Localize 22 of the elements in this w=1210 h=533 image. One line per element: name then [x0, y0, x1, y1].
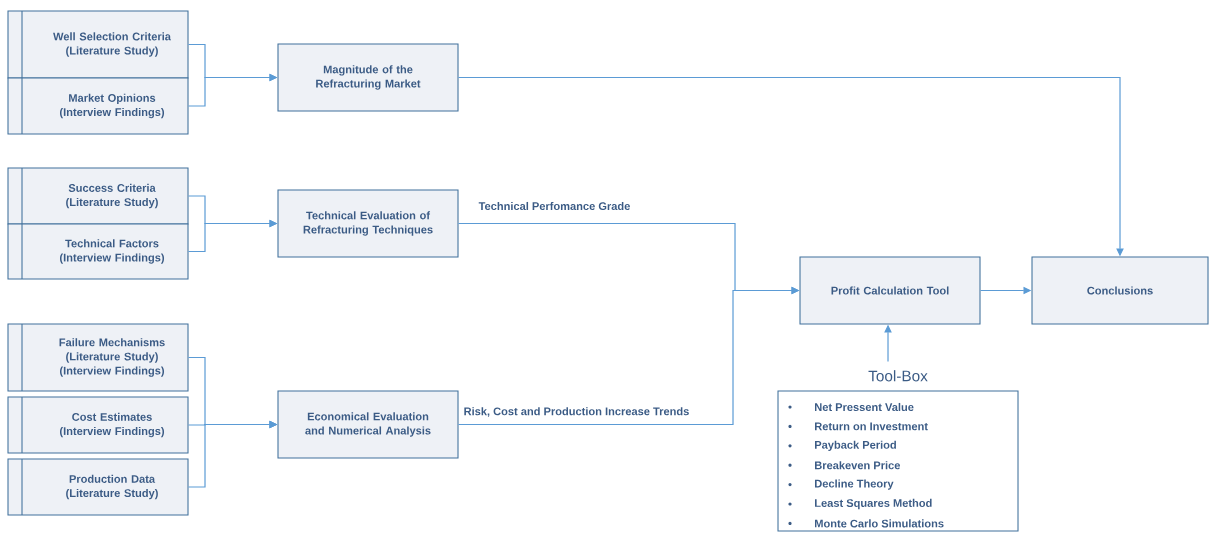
source-box: Technical Factors (Interview Findings)	[7, 223, 189, 280]
list-item: Breakeven Price	[815, 461, 900, 470]
source-box: Well Selection Criteria (Literature Study)	[7, 10, 189, 79]
source-box: Cost Estimates (Interview Findings)	[7, 396, 189, 454]
list-item: Return on Investment	[815, 422, 928, 431]
list-item: Payback Period	[815, 440, 896, 451]
source-box: Production Data (Literature Study)	[7, 458, 189, 516]
process-box: Technical Evaluation of Refracturing Techniques	[277, 189, 459, 258]
process-box: Magnitude of the Refracturing Market	[277, 43, 459, 112]
source-box: Failure Mechanisms (Literature Study) (Interview Findings)	[7, 323, 189, 392]
list-item: Net Pressent Value	[815, 402, 914, 412]
source-box: Success Criteria (Literature Study)	[7, 167, 189, 225]
source-box: Market Opinions (Interview Findings)	[7, 77, 189, 135]
process-box: Profit Calculation Tool	[799, 256, 981, 325]
list-item: Decline Theory	[815, 479, 894, 490]
heading: Tool-Box	[868, 370, 928, 382]
process-box: Economical Evaluation and Numerical Analysis	[277, 390, 459, 459]
list-item: Monte Carlo Simulations	[815, 519, 944, 528]
edge-label: Risk, Cost and Production Increase Trends	[462, 405, 691, 419]
edge-label: Technical Perfomance Grade	[477, 200, 632, 212]
list-item: Least Squares Method	[815, 498, 932, 510]
process-box: Conclusions	[1031, 256, 1209, 325]
